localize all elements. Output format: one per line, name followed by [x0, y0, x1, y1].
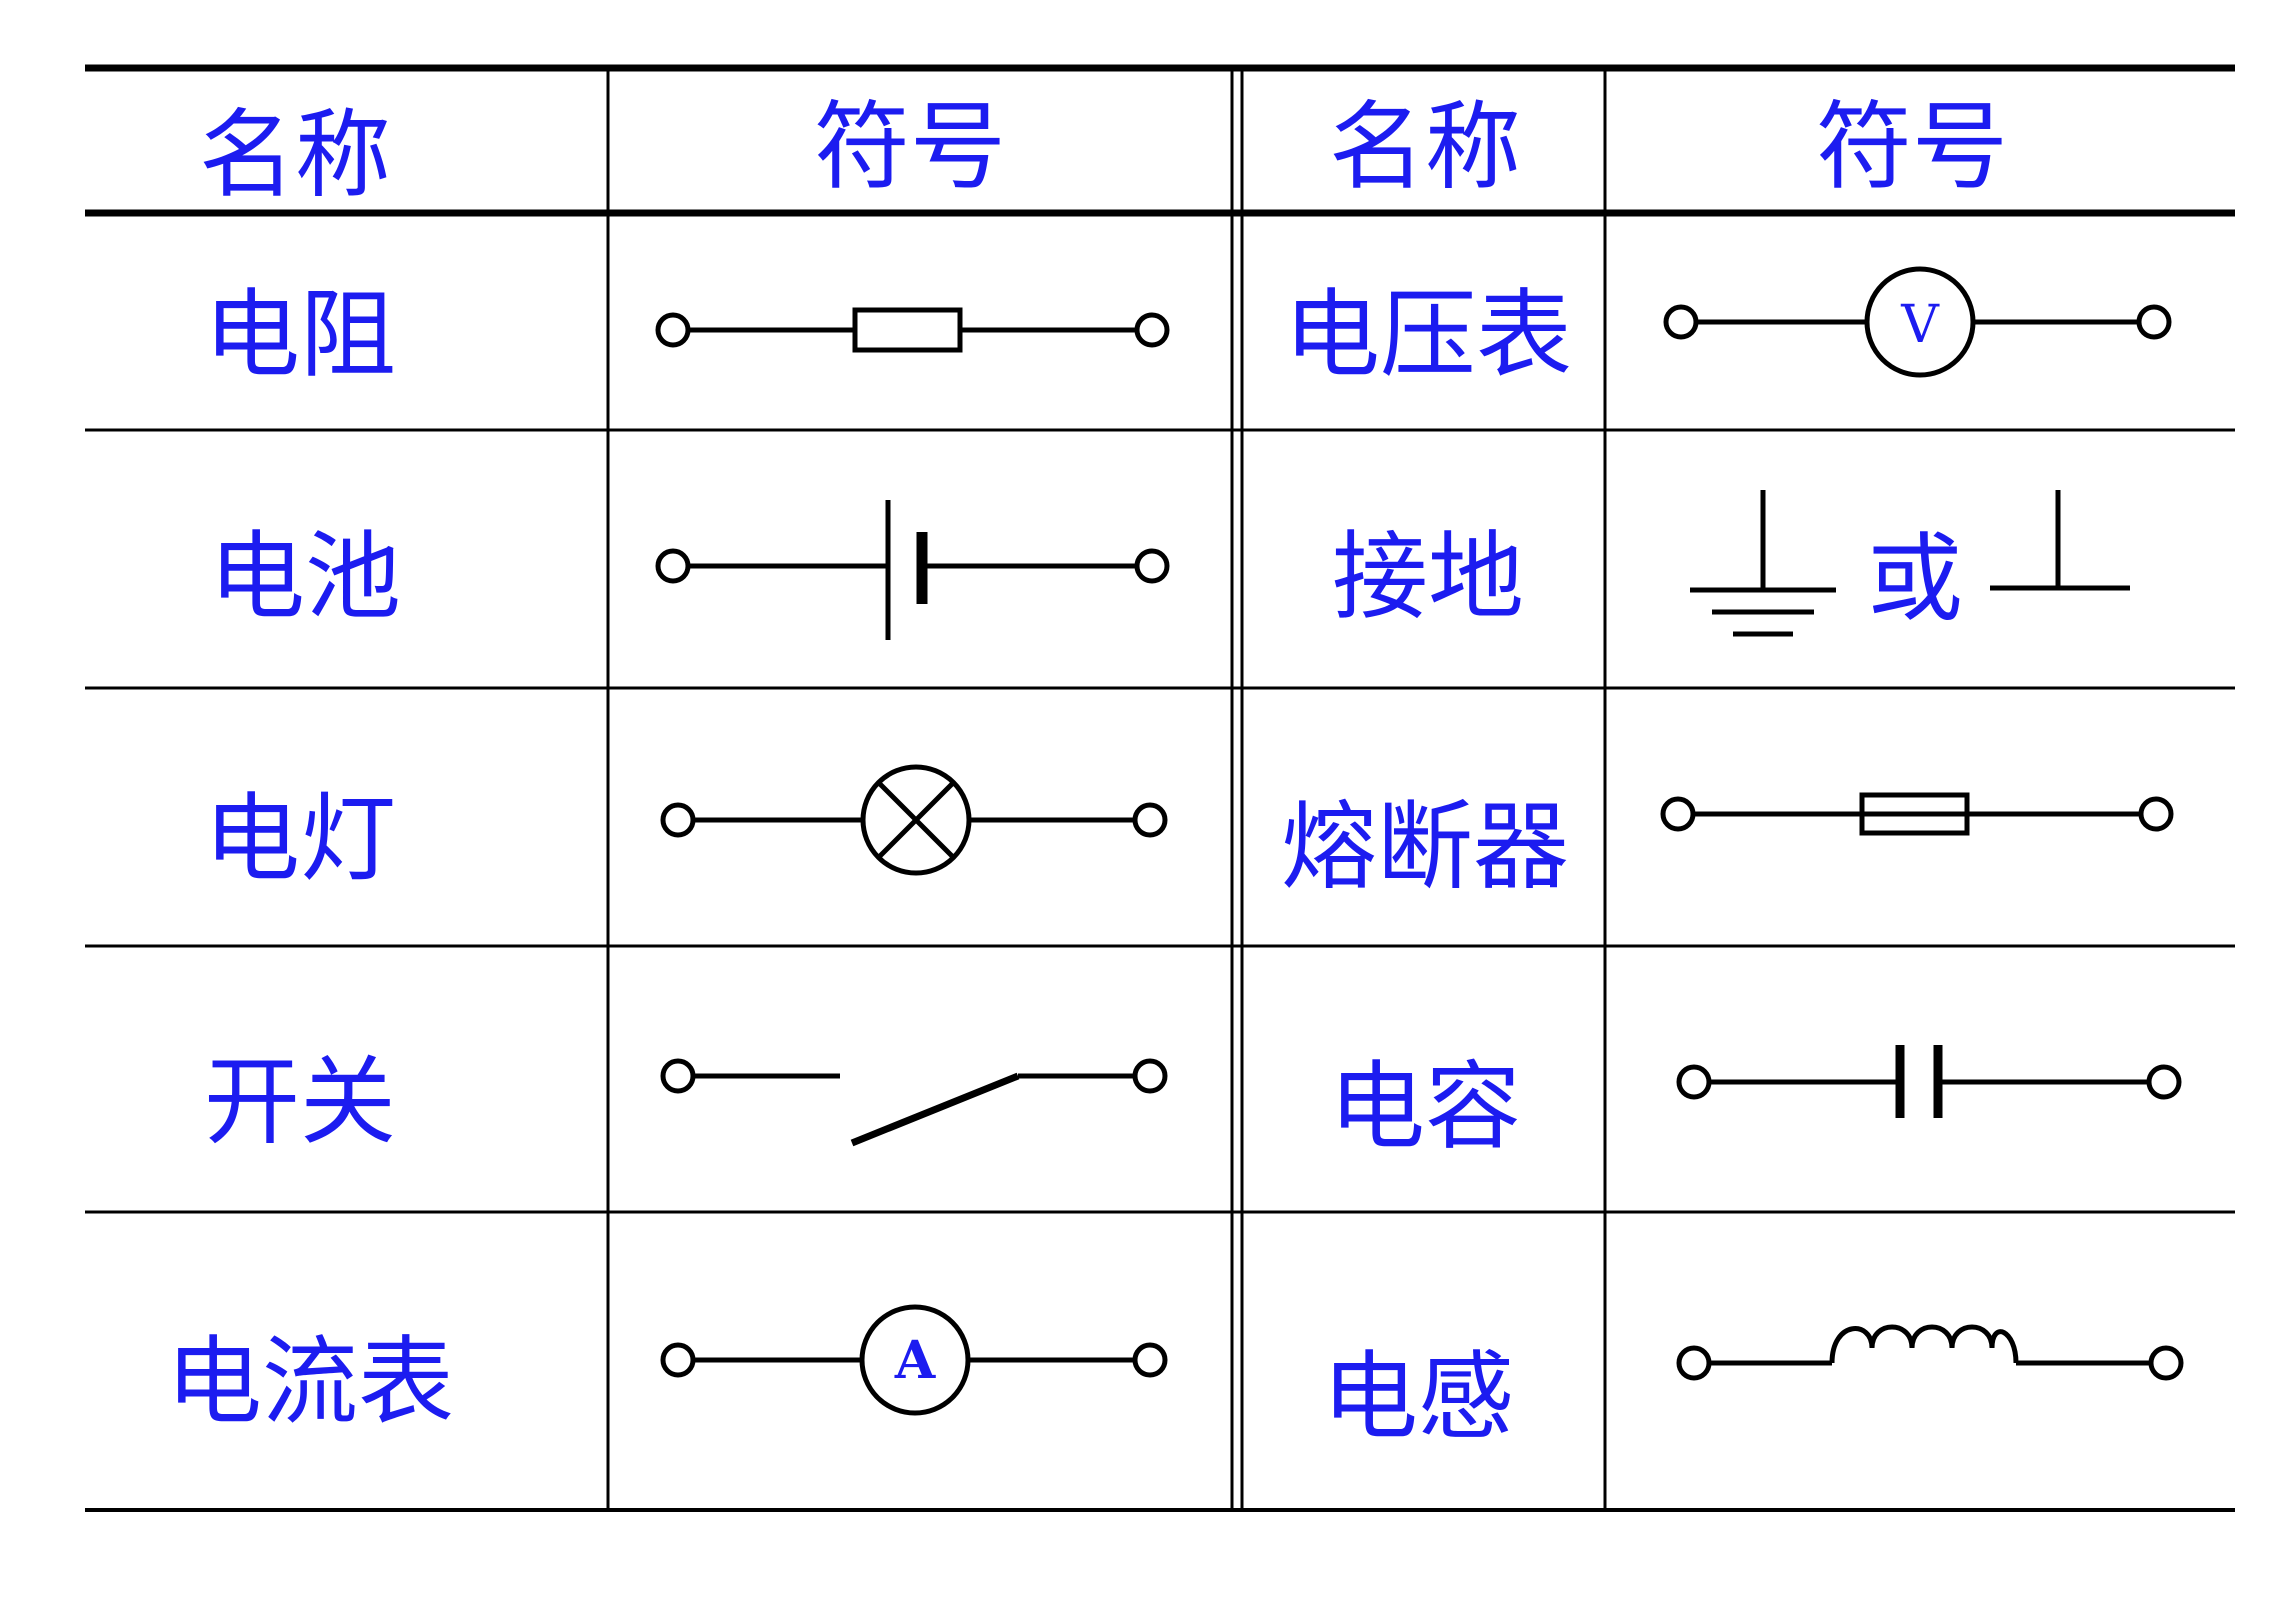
battery-symbol — [655, 500, 1170, 640]
switch-symbol — [660, 1058, 1168, 1147]
name-ammeter: 电流表 — [166, 1326, 454, 1438]
name-fuse: 熔断器 — [1281, 791, 1569, 903]
name-capacitor: 电容 — [1329, 1051, 1521, 1163]
lamp-symbol — [660, 764, 1168, 876]
ammeter-letter: A — [894, 1330, 936, 1391]
voltmeter-letter: V — [1900, 295, 1940, 355]
name-battery: 电池 — [209, 521, 401, 633]
capacitor-symbol — [1676, 1045, 2182, 1118]
name-resistor: 电阻 — [204, 279, 396, 391]
name-voltmeter: 电压表 — [1284, 279, 1572, 391]
header-symbol-right: 符号 — [1816, 91, 2008, 203]
resistor-symbol — [655, 307, 1170, 353]
header-name-right: 名称 — [1329, 91, 1521, 203]
name-inductor: 电感 — [1322, 1341, 1514, 1453]
table-grid — [85, 64, 2235, 1512]
fuse-symbol — [1660, 792, 2174, 836]
name-ground: 接地 — [1332, 521, 1524, 633]
voltmeter-symbol: V — [1663, 266, 2172, 378]
ground-symbol: 或 — [1690, 490, 2130, 637]
ammeter-symbol: A — [660, 1304, 1168, 1416]
header-name-left: 名称 — [199, 99, 391, 211]
ground-or-text: 或 — [1867, 523, 1963, 635]
name-lamp: 电灯 — [204, 783, 396, 895]
name-switch: 开关 — [204, 1046, 396, 1158]
inductor-symbol — [1676, 1324, 2184, 1381]
header-symbol-left: 符号 — [814, 91, 1006, 203]
